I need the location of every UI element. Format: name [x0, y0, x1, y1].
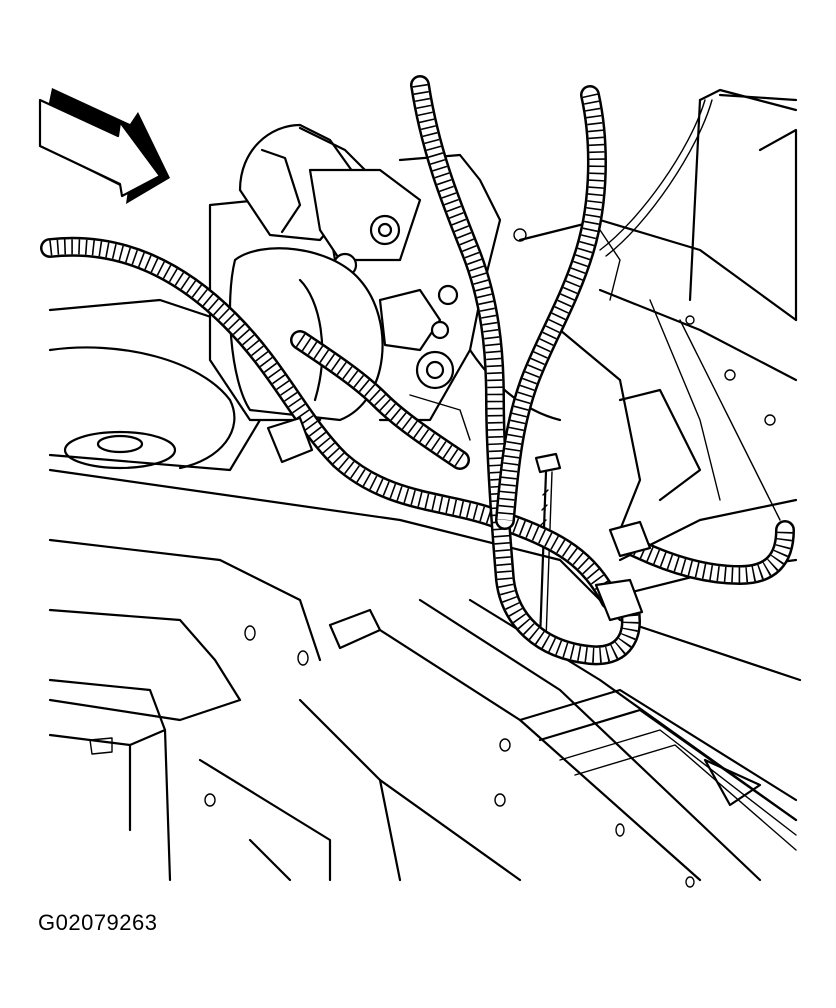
frame-structure [48, 298, 802, 888]
engine-block [513, 88, 798, 602]
mounting-bolt [534, 452, 562, 642]
front-arrow-icon [38, 88, 170, 204]
figure-id-label: G02079263 [38, 910, 158, 935]
wiring-harness [40, 75, 795, 666]
starter-harness-illustration [38, 75, 802, 888]
